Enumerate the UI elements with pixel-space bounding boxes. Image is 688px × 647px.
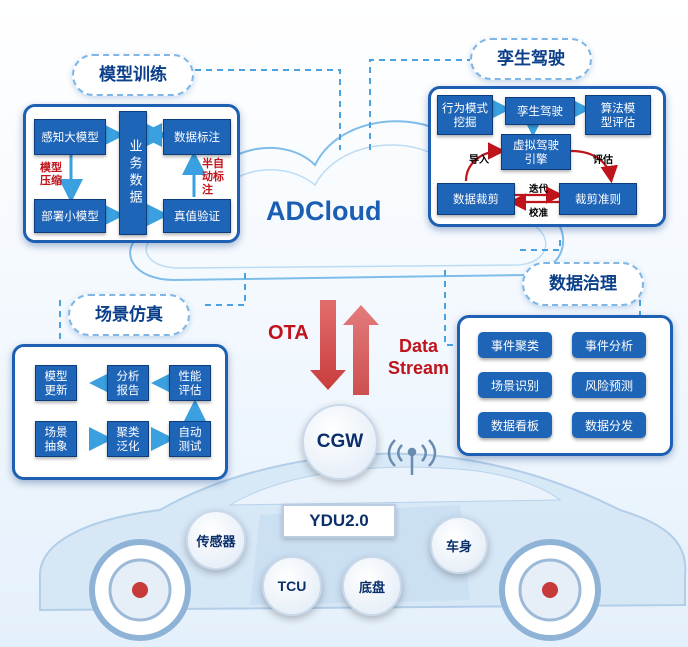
model-compress-note: 模型压缩 [40,161,62,188]
scene-abstract-box: 场景抽象 [35,421,77,457]
governance-title: 数据治理 [522,262,644,306]
governance-item: 事件分析 [572,332,646,358]
model-update-box: 模型更新 [35,365,77,401]
adcloud-title: ADCloud [266,196,382,226]
clip-criteria-box: 裁剪准则 [559,183,637,215]
virtual-engine-box: 虚拟驾驶引擎 [501,134,571,170]
body-node: 车身 [430,516,488,574]
model-training-panel: 感知大模型 业务数据 数据标注 部署小模型 真值验证 模型压缩 半自动标注 [23,104,240,243]
governance-panel: 事件聚类 事件分析 场景识别 风险预测 数据看板 数据分发 [457,315,673,456]
model-training-title-text: 模型训练 [99,65,167,85]
ydu-box: YDU2.0 [282,504,396,538]
twin-driving-title-text: 孪生驾驶 [497,49,565,69]
data-stream-line1: Data [399,336,439,356]
sensor-node: 传感器 [186,510,246,570]
data-stream-line2: Stream [388,357,450,378]
twin-driving-arrows [464,97,618,211]
data-stream-arrow [343,305,379,395]
data-clip-box: 数据裁剪 [437,183,515,215]
twin-driving-title: 孪生驾驶 [470,38,592,80]
governance-title-text: 数据治理 [549,274,617,294]
governance-item: 场景识别 [478,372,552,398]
business-data-text: 业务数据 [126,139,142,207]
simulation-panel: 模型更新 分析报告 性能评估 场景抽象 聚类泛化 自动测试 [12,344,228,480]
simulation-arrows [89,371,207,451]
twin-driving-box: 孪生驾驶 [505,97,575,125]
ota-arrow [310,300,346,390]
governance-item: 风险预测 [572,372,646,398]
ota-label: OTA [268,322,309,344]
calibrate-note: 校准 [529,208,549,219]
iterate-note: 迭代 [529,184,549,195]
perception-model-box: 感知大模型 [34,119,106,155]
import-note: 导入 [469,155,489,166]
model-training-title: 模型训练 [72,54,194,96]
signal-icon [387,439,437,475]
evaluate-note: 评估 [593,155,613,166]
simulation-title-text: 场景仿真 [95,305,163,325]
data-labeling-box: 数据标注 [163,119,231,155]
governance-item: 数据看板 [478,412,552,438]
twin-driving-panel: 行为模式挖掘 孪生驾驶 算法模型评估 虚拟驾驶引擎 数据裁剪 裁剪准则 导入 评… [428,86,666,227]
performance-eval-box: 性能评估 [169,365,211,401]
auto-test-box: 自动测试 [169,421,211,457]
behavior-mining-box: 行为模式挖掘 [437,95,493,135]
business-data-box: 业务数据 [119,111,147,235]
deploy-small-model-box: 部署小模型 [34,199,106,233]
governance-item: 事件聚类 [478,332,552,358]
tcu-node: TCU [262,556,322,616]
data-stream-label: Data Stream [388,336,449,379]
semi-auto-label-note: 半自动标注 [202,157,224,197]
governance-item: 数据分发 [572,412,646,438]
cluster-generalize-box: 聚类泛化 [107,421,149,457]
algo-eval-box: 算法模型评估 [585,95,651,135]
truth-verify-box: 真值验证 [163,199,231,233]
simulation-title: 场景仿真 [68,294,190,336]
analysis-report-box: 分析报告 [107,365,149,401]
cgw-node: CGW [302,404,378,480]
chassis-node: 底盘 [342,556,402,616]
